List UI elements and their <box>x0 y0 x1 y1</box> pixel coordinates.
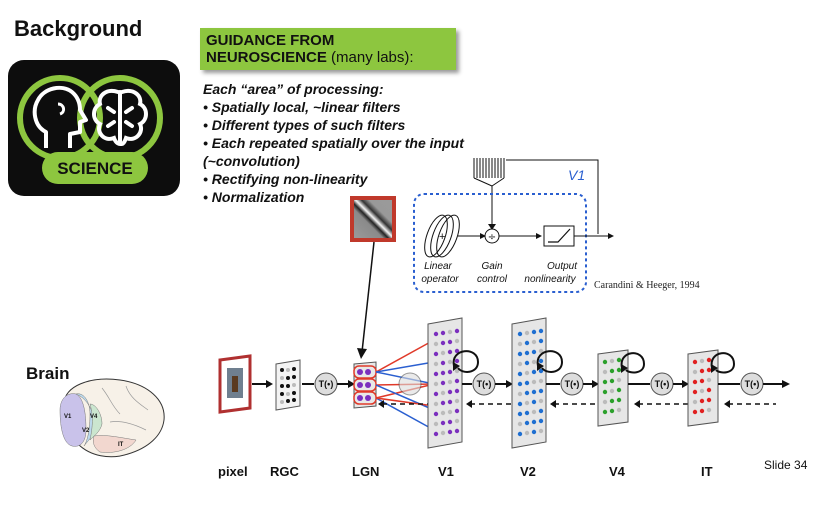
brain-region-it <box>93 435 137 453</box>
stage-label-linear-1: Linear <box>424 261 452 272</box>
transform-label: T(•) <box>565 379 580 389</box>
stage-label-gain-1: Gain <box>481 261 503 272</box>
linear-operator-icon <box>424 214 460 258</box>
science-text: SCIENCE <box>57 159 133 178</box>
input-lines <box>473 158 505 187</box>
filter-patch <box>350 196 396 242</box>
brain-title: Brain <box>26 364 70 383</box>
v1-stage <box>427 317 480 449</box>
stage-label-pixel: pixel <box>218 464 248 479</box>
stage-label-rgc: RGC <box>270 464 299 479</box>
guidance-line1: GUIDANCE FROM <box>206 32 335 49</box>
bullet-item: (~convolution) <box>203 153 300 169</box>
stage-label-gain-2: control <box>477 274 508 285</box>
bullet-item: • Each repeated spatially over the input <box>203 135 464 151</box>
guidance-line2-rest: (many labs): <box>326 49 414 66</box>
guidance-line2-bold: NEUROSCIENCE <box>206 49 327 66</box>
bullet-item: • Rectifying non-linearity <box>203 171 368 187</box>
rgc-stage <box>275 359 301 411</box>
brain-illustration: V1 V4 V2 IT <box>59 378 165 458</box>
slide-title: Background <box>14 16 143 41</box>
transform-label: T(•) <box>477 379 492 389</box>
stage-label-v1: V1 <box>438 464 454 479</box>
science-badge-graphic: SCIENCE <box>17 75 163 184</box>
brain-label-v4: V4 <box>90 414 98 420</box>
stage-label-v2: V2 <box>520 464 536 479</box>
v4-stage <box>597 349 646 427</box>
science-pill <box>42 152 148 184</box>
stage-label-v4: V4 <box>609 464 625 479</box>
stage-label-output-2: nonlinearity <box>524 274 576 285</box>
divide-symbol: ÷ <box>488 232 496 243</box>
v1-model-diagram: V1 + ÷ Linear operator Gain control Outp… <box>413 158 614 293</box>
it-stage <box>687 349 736 427</box>
v2-stage <box>511 317 564 449</box>
transform-label: T(•) <box>655 379 670 389</box>
pixel-stage <box>218 354 252 414</box>
v1-label: V1 <box>568 167 585 183</box>
bullet-item: • Different types of such filters <box>203 117 406 133</box>
head-profile-icon <box>32 85 88 148</box>
bullet-list: Each “area” of processing: • Spatially l… <box>203 80 533 206</box>
filter-to-lgn-arrow <box>357 241 375 359</box>
transform-label: T(•) <box>745 379 760 389</box>
bullet-heading: Each “area” of processing: <box>203 81 384 97</box>
plus-symbol: + <box>439 231 445 243</box>
brain-region-v4 <box>89 403 103 441</box>
transform-label: T(•) <box>319 379 334 389</box>
brain-region-v1 <box>59 393 87 447</box>
stage-label-it: IT <box>701 464 713 479</box>
guidance-box: GUIDANCE FROM NEUROSCIENCE (many labs): <box>200 28 456 70</box>
stage-label-lgn: LGN <box>352 464 380 479</box>
lgn-stage <box>353 361 377 409</box>
citation: Carandini & Heeger, 1994 <box>594 280 700 291</box>
slide-number: Slide 34 <box>764 458 808 472</box>
stage-label-linear-2: operator <box>421 274 459 285</box>
brain-icon <box>92 89 148 147</box>
bullet-item: • Spatially local, ~linear filters <box>203 99 401 115</box>
stage-label-output-1: Output <box>547 261 578 272</box>
feedback-line <box>506 159 599 234</box>
v1-dashed-box <box>413 193 587 293</box>
brain-label-v2: V2 <box>82 428 90 434</box>
brain-label-v1: V1 <box>64 414 72 420</box>
pipeline-diagram: T(•) <box>218 317 790 449</box>
science-badge: SCIENCE <box>8 60 180 196</box>
bullet-item: • Normalization <box>203 189 305 205</box>
brain-label-it: IT <box>118 442 124 448</box>
